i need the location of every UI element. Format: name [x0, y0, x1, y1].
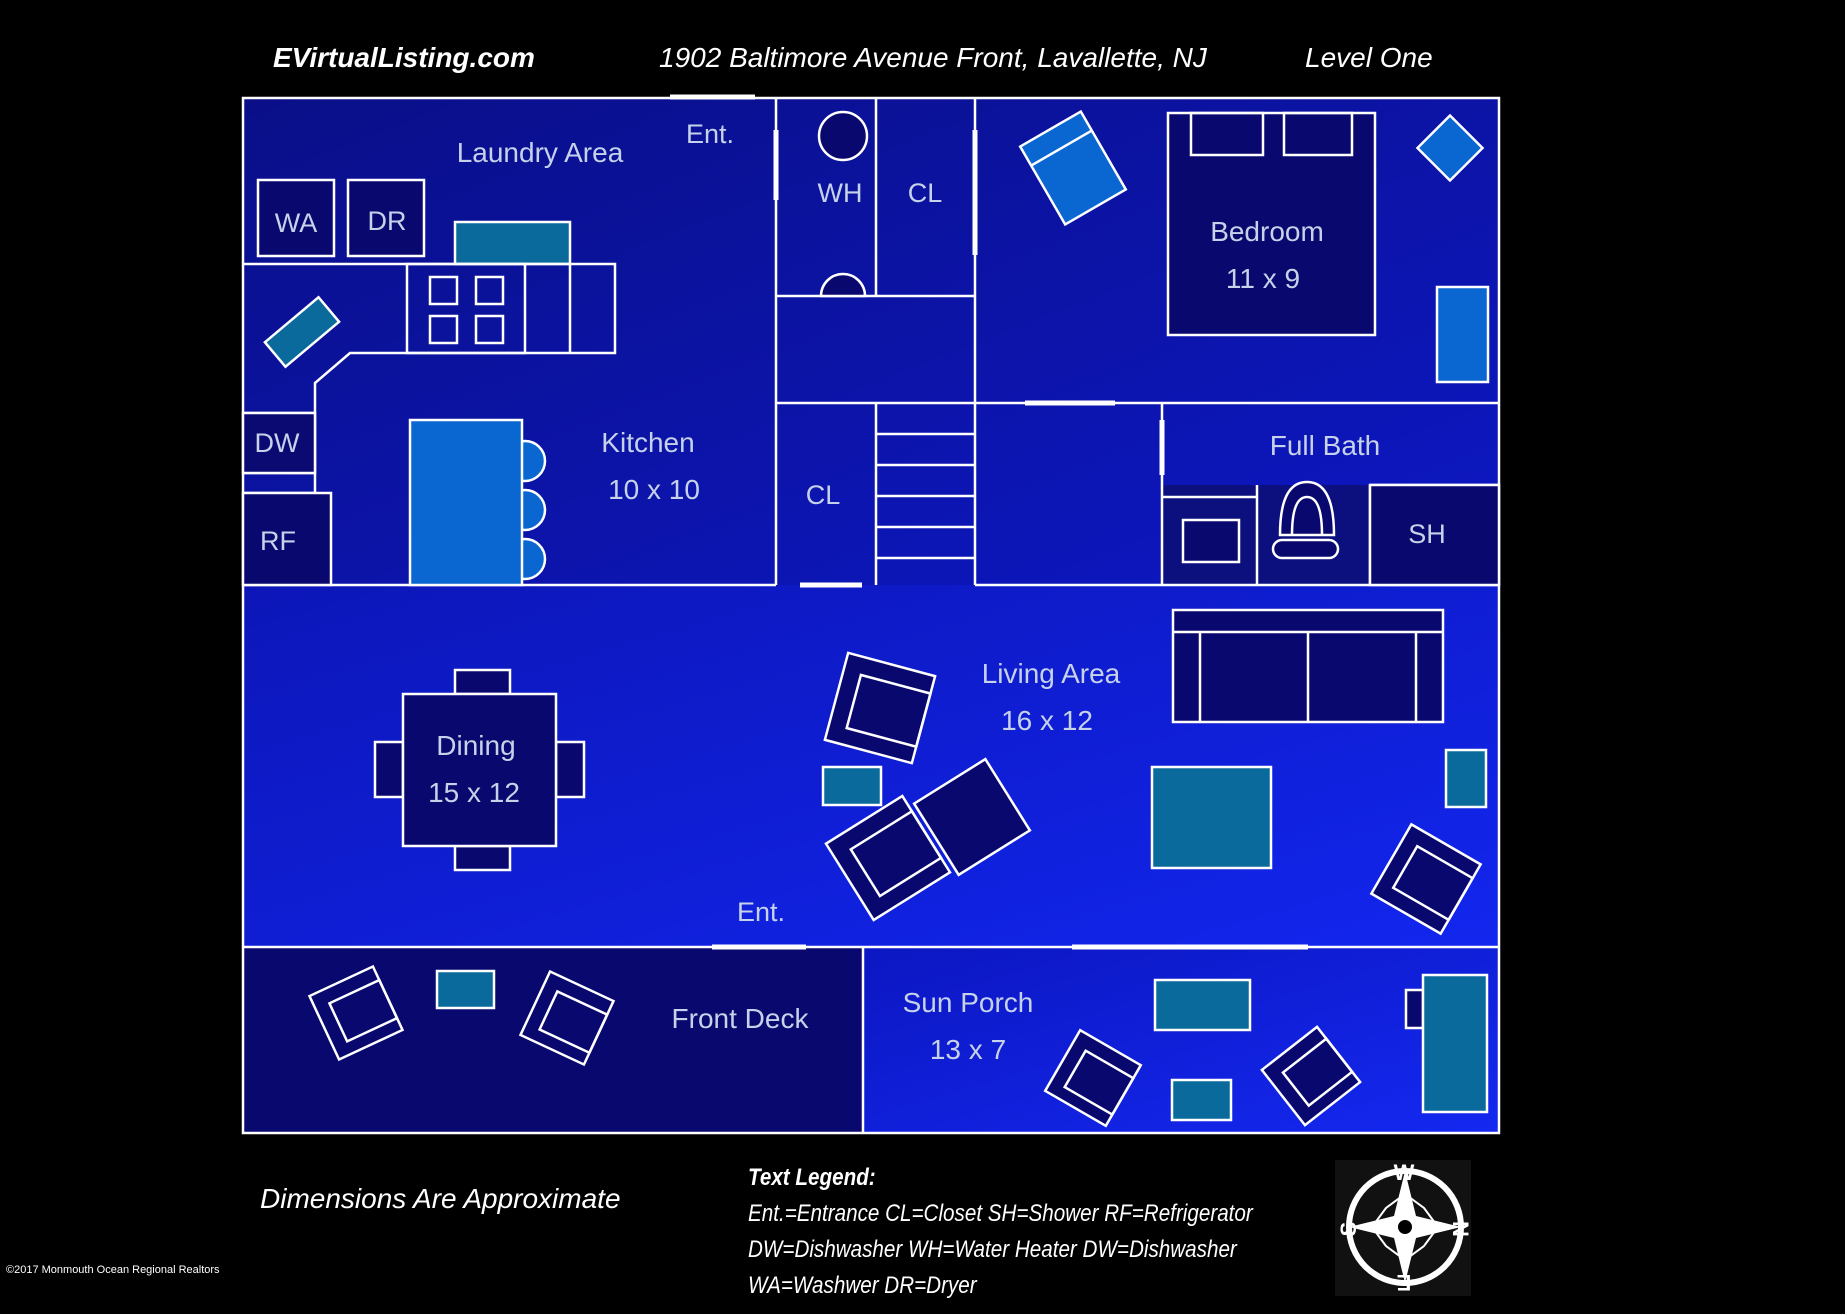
closet-upper-label: CL — [908, 178, 943, 208]
entrance-top-label: Ent. — [686, 119, 734, 149]
bedroom-label: Bedroom — [1210, 216, 1324, 247]
entrance-bottom-label: Ent. — [737, 897, 785, 927]
porch-table-bottom — [1170, 1078, 1233, 1122]
legend-title: Text Legend: — [748, 1164, 876, 1191]
copyright-notice: ©2017 Monmouth Ocean Regional Realtors — [6, 1264, 220, 1276]
stove-burners — [428, 275, 505, 345]
dining-table — [401, 692, 558, 848]
closet-lower-label: CL — [806, 480, 841, 510]
refrigerator — [241, 491, 333, 587]
compass-east: E — [1397, 1270, 1412, 1295]
deck-chair-right — [518, 969, 616, 1067]
living-dims: 16 x 12 — [1001, 705, 1093, 736]
kitchen-sink — [263, 295, 341, 369]
dishwasher-label: DW — [255, 428, 300, 458]
property-address: 1902 Baltimore Avenue Front, Lavallette,… — [659, 42, 1207, 73]
compass-north: N — [1448, 1221, 1473, 1237]
compass-west: W — [1394, 1160, 1415, 1185]
pillow-right — [1282, 111, 1354, 157]
bedroom-nightstand — [1415, 113, 1485, 183]
kitchen-dims: 10 x 10 — [608, 474, 700, 505]
armchair-top — [823, 651, 937, 765]
legend-line: WA=Washwer DR=Dryer — [748, 1272, 977, 1299]
living-label: Living Area — [982, 658, 1121, 689]
coffee-table — [1150, 765, 1273, 870]
deck-chair-left — [307, 964, 405, 1062]
dimensions-disclaimer: Dimensions Are Approximate — [260, 1183, 621, 1214]
refrigerator-label: RF — [260, 526, 296, 556]
front-deck-label: Front Deck — [672, 1003, 810, 1034]
deck-table — [435, 969, 496, 1010]
legend-line: Ent.=Entrance CL=Closet SH=Shower RF=Ref… — [748, 1200, 1253, 1227]
door-openings — [670, 94, 1308, 950]
dining-chairs — [373, 668, 586, 872]
sun-porch-dims: 13 x 7 — [930, 1034, 1006, 1065]
armchair-bottom — [824, 794, 952, 922]
bedroom-dresser — [1435, 285, 1490, 384]
dining-label: Dining — [436, 730, 515, 761]
bedroom-chair — [1018, 109, 1128, 227]
sun-porch-label: Sun Porch — [903, 987, 1034, 1018]
kitchen-island — [408, 418, 524, 587]
bath-sink — [1181, 518, 1241, 564]
washer-label: WA — [275, 208, 318, 238]
water-heater-tank — [817, 110, 869, 162]
brand-title: EVirtualListing.com — [273, 42, 535, 73]
dining-dims: 15 x 12 — [428, 777, 520, 808]
side-table-right — [1444, 748, 1488, 809]
dishwasher — [241, 411, 317, 475]
toilet-tank — [1271, 538, 1340, 560]
washer — [256, 178, 336, 258]
exterior-wall — [241, 96, 1501, 1135]
stove — [405, 262, 527, 355]
side-table-left — [821, 765, 883, 807]
compass-rose: W N E S — [1335, 1160, 1473, 1296]
dryer — [346, 178, 426, 258]
porch-cabinet-knob — [1404, 988, 1425, 1030]
bed — [1166, 111, 1377, 337]
text-legend: Text Legend: Ent.=Entrance CL=Closet SH=… — [748, 1160, 1253, 1304]
porch-table-top — [1153, 978, 1252, 1032]
laundry-counter — [453, 220, 572, 266]
stairs — [876, 432, 975, 560]
laundry-label: Laundry Area — [457, 137, 624, 168]
armchair-right — [1369, 822, 1483, 936]
water-heater-label: WH — [818, 178, 863, 208]
pillow-left — [1189, 111, 1265, 157]
bedroom-dims: 11 x 9 — [1226, 263, 1300, 294]
porch-chair-left — [1043, 1028, 1143, 1128]
porch-chair-right — [1260, 1025, 1362, 1127]
ottoman — [912, 757, 1032, 877]
compass-south: S — [1336, 1222, 1361, 1237]
water-heater-half-circle — [819, 272, 867, 298]
level-label: Level One — [1305, 42, 1433, 73]
kitchen-label: Kitchen — [601, 427, 694, 458]
dryer-label: DR — [368, 206, 407, 236]
porch-cabinet — [1421, 973, 1489, 1114]
shower — [1368, 483, 1501, 587]
legend-line: DW=Dishwasher WH=Water Heater DW=Dishwas… — [748, 1236, 1237, 1263]
full-bath-label: Full Bath — [1270, 430, 1381, 461]
shower-label: SH — [1408, 519, 1446, 549]
